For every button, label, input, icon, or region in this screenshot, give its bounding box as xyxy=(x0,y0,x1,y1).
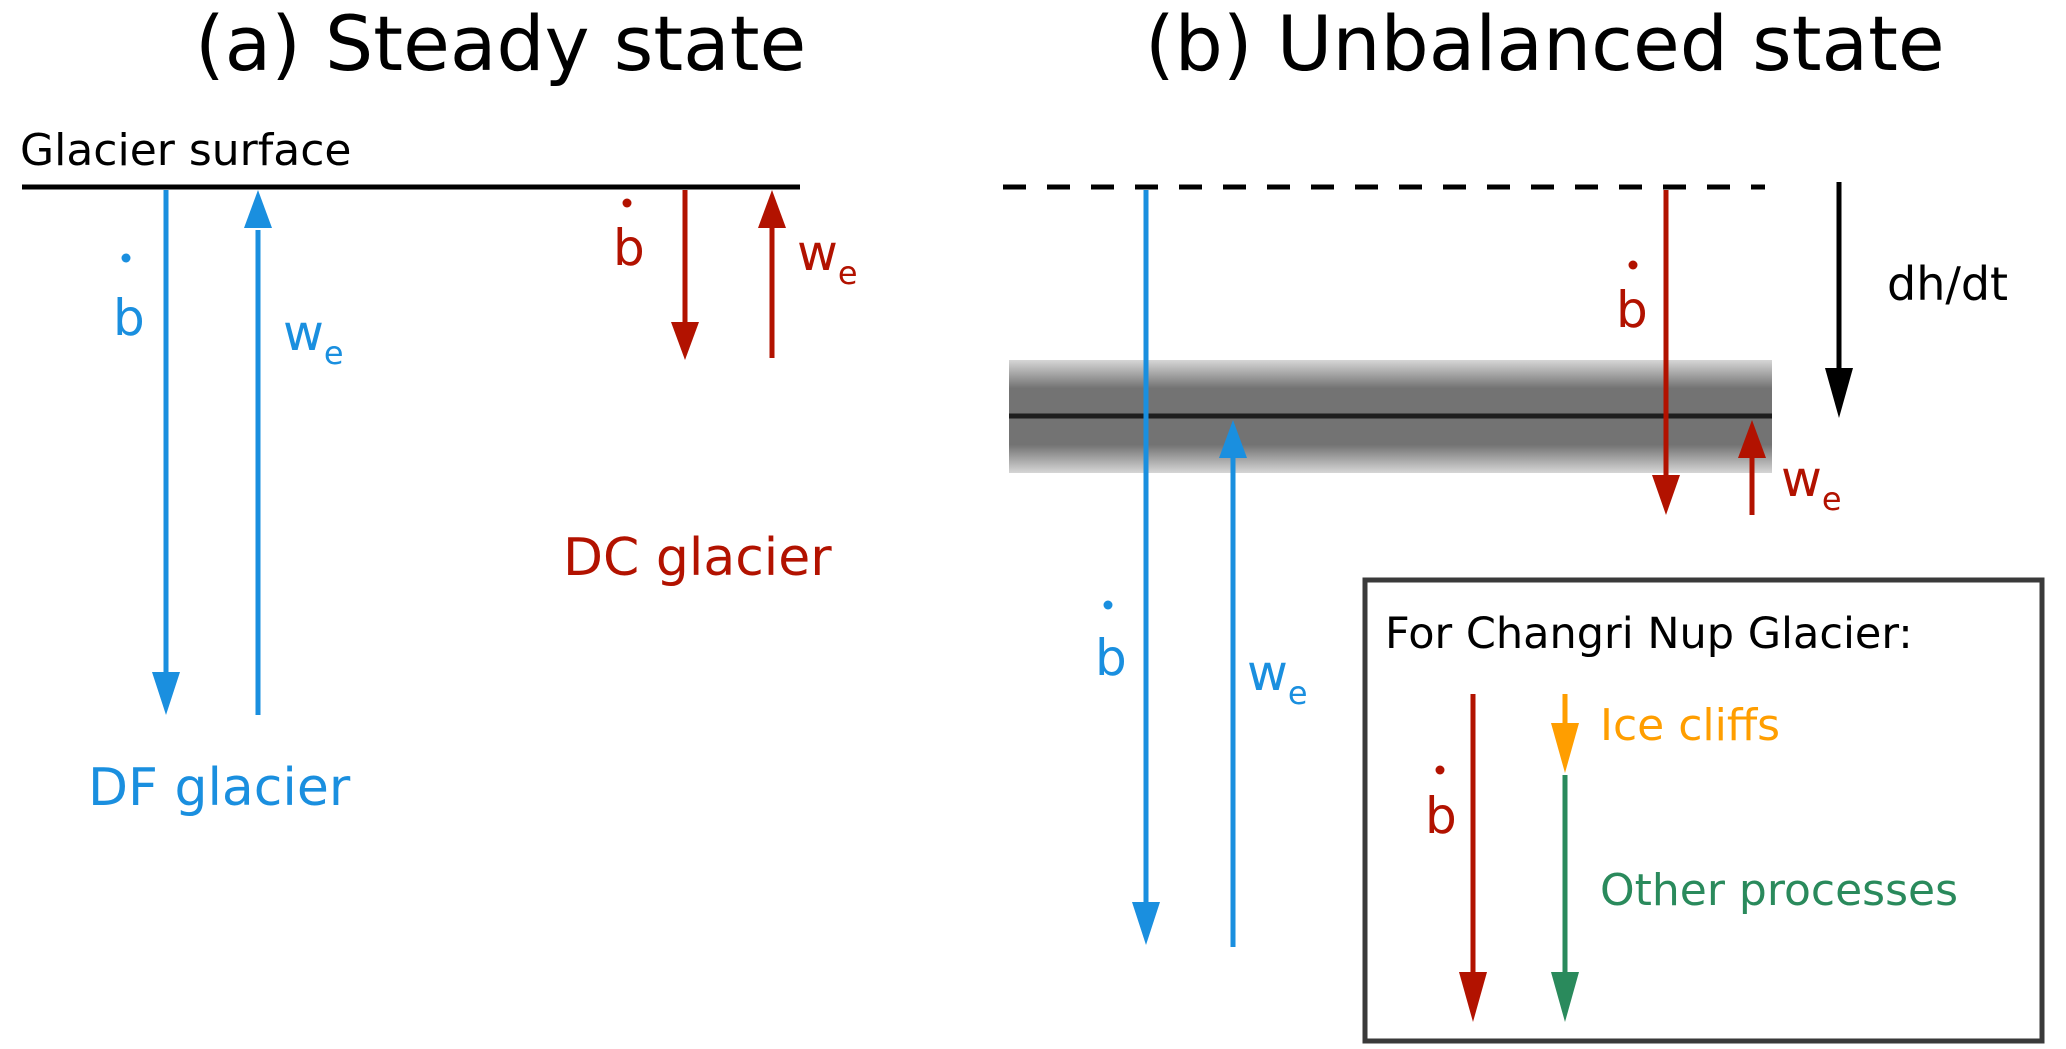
dc-glacier-label: DC glacier xyxy=(563,528,832,588)
dot-accent-icon xyxy=(1435,765,1445,775)
dc-b-dot-label: b xyxy=(613,219,645,277)
arrowhead-down-icon xyxy=(1551,972,1579,1022)
df-we-label-b: we xyxy=(1247,644,1308,712)
df-b-dot-label-b: b xyxy=(1095,629,1127,687)
legend-b-arrow xyxy=(1459,694,1487,1022)
dot-accent-icon xyxy=(622,198,632,208)
dc-we-arrow-b xyxy=(1738,420,1766,515)
changri-nup-legend: For Changri Nup Glacier: b Ice cliffs Ot… xyxy=(1362,577,2045,1044)
dc-b-arrow-b xyxy=(1652,190,1680,515)
arrowhead-down-icon xyxy=(152,672,180,715)
other-processes-arrow xyxy=(1551,775,1579,1022)
dc-we-label: we xyxy=(797,224,858,292)
df-we-arrow-b xyxy=(1219,420,1247,947)
panel-a: (a) Steady state Glacier surface b we DF… xyxy=(20,0,858,818)
df-b-dot-label: b xyxy=(113,289,145,347)
arrowhead-up-icon xyxy=(758,190,786,228)
legend-b-dot-label: b xyxy=(1425,787,1457,845)
ice-cliffs-label: Ice cliffs xyxy=(1600,700,1780,751)
arrowhead-down-icon xyxy=(1132,902,1160,945)
df-we-label: we xyxy=(283,304,344,372)
dc-we-arrow xyxy=(758,190,786,358)
panel-a-title: (a) Steady state xyxy=(195,0,806,88)
df-glacier-label: DF glacier xyxy=(88,758,351,818)
dc-we-label-b: we xyxy=(1781,450,1842,518)
dc-b-arrow xyxy=(671,190,699,360)
dc-b-dot-label-b: b xyxy=(1616,281,1648,339)
arrowhead-down-icon xyxy=(1459,972,1487,1022)
dh-dt-arrow xyxy=(1825,182,1853,418)
panel-b-title: (b) Unbalanced state xyxy=(1145,0,1945,88)
arrowhead-down-icon xyxy=(1551,723,1579,773)
dh-dt-label: dh/dt xyxy=(1887,257,2008,311)
other-processes-label: Other processes xyxy=(1600,865,1958,916)
panel-b: (b) Unbalanced state b we b we xyxy=(1003,0,2045,1044)
arrowhead-down-icon xyxy=(1825,368,1853,418)
arrowhead-up-icon xyxy=(1738,420,1766,458)
arrowhead-up-icon xyxy=(244,190,272,228)
arrowhead-down-icon xyxy=(1652,475,1680,515)
df-b-arrow xyxy=(152,190,180,715)
legend-title: For Changri Nup Glacier: xyxy=(1385,609,1913,659)
df-we-arrow xyxy=(244,190,272,715)
dot-accent-icon xyxy=(121,253,131,263)
arrowhead-up-icon xyxy=(1219,420,1247,458)
glacier-surface-label: Glacier surface xyxy=(20,125,351,176)
arrowhead-down-icon xyxy=(671,322,699,360)
ice-cliffs-arrow xyxy=(1551,694,1579,773)
df-b-arrow-b xyxy=(1132,190,1160,945)
dot-accent-icon xyxy=(1628,260,1638,270)
dot-accent-icon xyxy=(1103,600,1113,610)
legend-box xyxy=(1362,577,2045,1044)
